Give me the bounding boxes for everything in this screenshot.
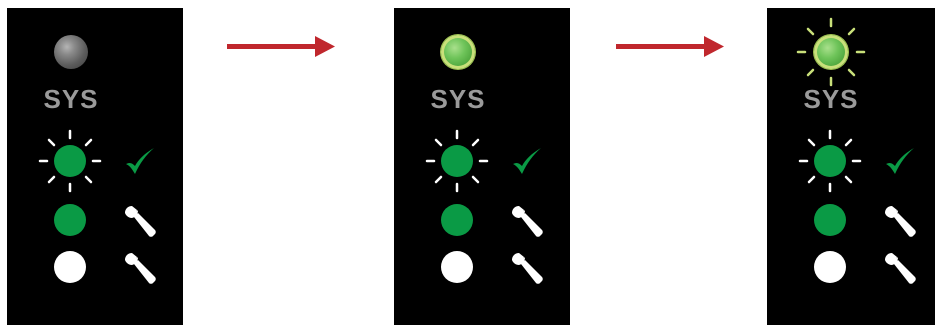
status-row-1 [38, 129, 155, 193]
status-led-green-blinking [814, 145, 846, 177]
sys-led-off [54, 35, 88, 69]
wrench-icon [512, 206, 543, 237]
sys-label: SYS [43, 84, 99, 114]
arrow-right-icon [616, 36, 724, 57]
status-led-green-blinking [54, 145, 86, 177]
status-row-2 [805, 200, 916, 240]
status-row-1 [798, 129, 915, 193]
status-led-white [441, 251, 473, 283]
status-led-green-blinking [441, 145, 473, 177]
blink-rays-icon [38, 129, 102, 193]
status-row-1 [425, 129, 542, 193]
status-led-white [814, 251, 846, 283]
led-panel-3: SYS [767, 8, 935, 325]
sys-led-on [441, 35, 475, 69]
status-row-3 [432, 247, 543, 287]
led-panel-2: SYS [394, 8, 570, 325]
wrench-icon [885, 253, 916, 284]
status-led-white [54, 251, 86, 283]
sys-blink-rays-icon [796, 17, 866, 87]
status-led-green [54, 204, 86, 236]
sys-label: SYS [803, 84, 859, 114]
led-panel-1: SYS [7, 8, 183, 325]
wrench-icon [885, 206, 916, 237]
status-led-green [814, 204, 846, 236]
checkmark-icon [513, 148, 541, 174]
blink-rays-icon [798, 129, 862, 193]
sys-led-on-blinking [814, 35, 848, 69]
status-row-3 [45, 247, 156, 287]
checkmark-icon [126, 148, 154, 174]
checkmark-icon [886, 148, 914, 174]
blink-rays-icon [425, 129, 489, 193]
status-row-3 [805, 247, 916, 287]
status-led-green [441, 204, 473, 236]
status-row-2 [45, 200, 156, 240]
wrench-icon [512, 253, 543, 284]
wrench-icon [125, 253, 156, 284]
sys-label: SYS [430, 84, 486, 114]
wrench-icon [125, 206, 156, 237]
arrow-right-icon [227, 36, 335, 57]
status-row-2 [432, 200, 543, 240]
